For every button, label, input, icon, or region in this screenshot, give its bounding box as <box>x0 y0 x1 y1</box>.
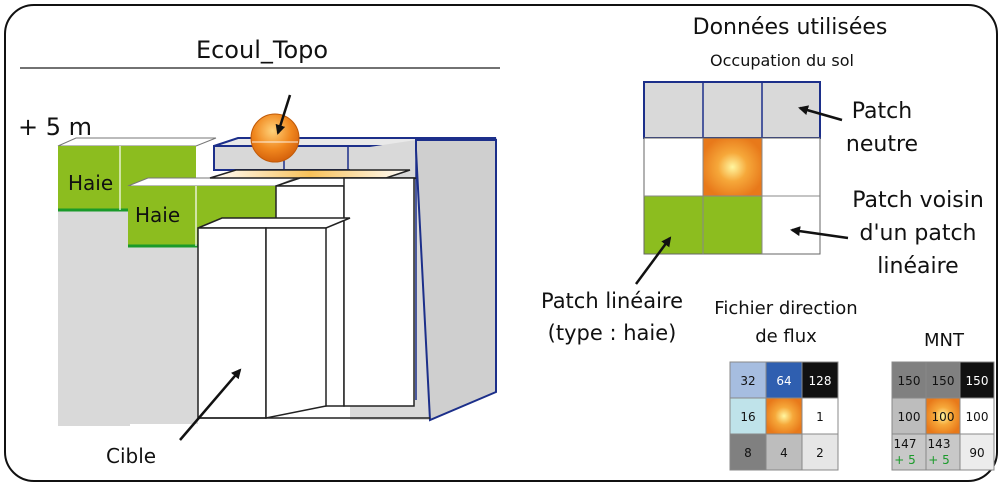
neutral-arrow <box>798 105 843 122</box>
mnt-cell: 150 <box>898 374 921 388</box>
target-label: Cible <box>106 444 156 468</box>
mnt-title: MNT <box>924 330 965 351</box>
flow-cell: 2 <box>816 446 824 460</box>
flow-cell: 64 <box>776 374 791 388</box>
flow-cell: 1 <box>816 410 824 424</box>
ball-arrow <box>275 94 292 135</box>
mnt-cell: 143 <box>928 437 951 451</box>
patch-neighbor-line2: d'un patch <box>859 221 976 246</box>
mnt-cell: 150 <box>966 374 989 388</box>
mnt-cell: 100 <box>966 410 989 424</box>
flow-title-line2: de flux <box>755 326 817 347</box>
patch-linear-line1: Patch linéaire <box>541 289 683 313</box>
flow-cell: 16 <box>740 410 755 424</box>
landuse-grid <box>643 81 821 255</box>
mnt-cell: 100 <box>898 410 921 424</box>
figure-frame <box>4 4 998 482</box>
patch-neighbor-line1: Patch voisin <box>852 188 984 213</box>
left-panel-title: Ecoul_Topo <box>196 36 328 64</box>
hedge-label-front: Haie <box>135 203 180 227</box>
target-arrow <box>179 368 242 441</box>
flow-direction-grid: 32 64 128 16 1 8 4 2 <box>729 361 839 471</box>
mnt-cell: 147 <box>894 437 917 451</box>
landuse-title: Occupation du sol <box>710 51 854 70</box>
flow-title-line1: Fichier direction <box>714 298 857 319</box>
height-label: + 5 m <box>18 113 92 141</box>
flow-cell: 128 <box>809 374 832 388</box>
water-ball-icon <box>250 113 300 163</box>
patch-neighbor-line3: linéaire <box>877 254 958 279</box>
target-block <box>197 217 430 419</box>
mnt-cell-extra: + 5 <box>894 453 916 467</box>
flow-cell: 32 <box>740 374 755 388</box>
linear-arrow <box>634 236 672 285</box>
mnt-cell: 90 <box>969 446 984 460</box>
flow-cell: 4 <box>780 446 788 460</box>
patch-linear-line2: (type : haie) <box>548 321 677 345</box>
hedge-label-back: Haie <box>68 171 113 195</box>
mnt-cell-extra: + 5 <box>928 453 950 467</box>
patch-neutral-line2: neutre <box>846 132 918 157</box>
mnt-cell: 100 <box>932 410 955 424</box>
mnt-cell: 150 <box>932 374 955 388</box>
patch-neutral-line1: Patch <box>852 99 912 124</box>
hedge-block-front: Haie <box>127 177 297 424</box>
mnt-grid: 150 150 150 100 100 100 147 + 5 143 + 5 … <box>891 361 995 471</box>
flow-cell: 8 <box>744 446 752 460</box>
neighbor-arrow <box>790 226 849 240</box>
right-panel-title: Données utilisées <box>693 15 888 40</box>
